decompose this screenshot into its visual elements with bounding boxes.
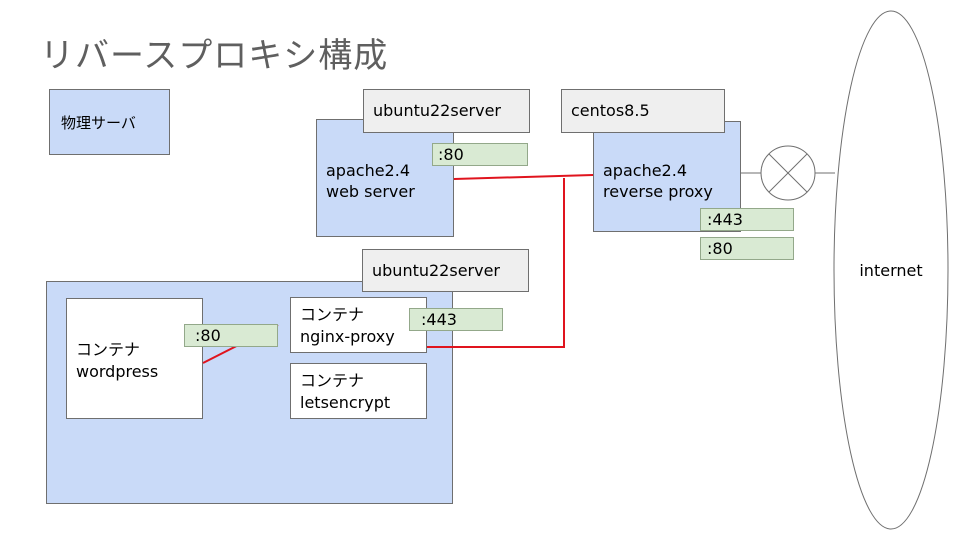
centos-host-label: centos8.5 bbox=[561, 89, 725, 133]
ubuntu-top-host-label: ubuntu22server bbox=[363, 89, 530, 133]
centos-app-line2: reverse proxy bbox=[603, 182, 713, 201]
internet-label: internet bbox=[859, 261, 923, 280]
ubuntu-web-server-app-line1: apache2.4 bbox=[326, 161, 410, 180]
ubuntu-web-server-app-line2: web server bbox=[326, 182, 415, 201]
wordpress-container-line2: wordpress bbox=[76, 362, 159, 381]
slide-title: リバースプロキシ構成 bbox=[40, 36, 389, 76]
letsencrypt-line2: letsencrypt bbox=[300, 393, 391, 412]
internet-cloud bbox=[833, 10, 949, 530]
ubuntu-top-port-80: :80 bbox=[432, 143, 528, 166]
letsencrypt-container: コンテナ letsencrypt bbox=[290, 363, 427, 419]
nginx-port-443: :443 bbox=[409, 308, 503, 331]
centos-app-line1: apache2.4 bbox=[603, 161, 687, 180]
physical-server-legend-label: 物理サーバ bbox=[61, 114, 136, 132]
centos-port-443: :443 bbox=[700, 208, 794, 231]
centos-port-80: :80 bbox=[700, 237, 794, 260]
web-server-to-proxy-line bbox=[453, 174, 594, 180]
nginx-proxy-line2: nginx-proxy bbox=[300, 327, 395, 346]
nginx-to-proxy-line bbox=[427, 178, 565, 348]
ubuntu-bottom-host-label: ubuntu22server bbox=[362, 249, 529, 292]
nginx-proxy-line1: コンテナ bbox=[300, 305, 365, 324]
letsencrypt-line1: コンテナ bbox=[300, 371, 365, 390]
router-icon bbox=[760, 145, 816, 201]
physical-server-legend: 物理サーバ bbox=[49, 89, 170, 155]
wordpress-container-line1: コンテナ bbox=[76, 340, 141, 359]
wordpress-container: コンテナ wordpress bbox=[66, 298, 203, 419]
ubuntu-web-server-box: apache2.4 web server bbox=[316, 119, 454, 237]
nginx-proxy-container: コンテナ nginx-proxy bbox=[290, 297, 427, 353]
wordpress-port-80: :80 bbox=[184, 324, 278, 347]
